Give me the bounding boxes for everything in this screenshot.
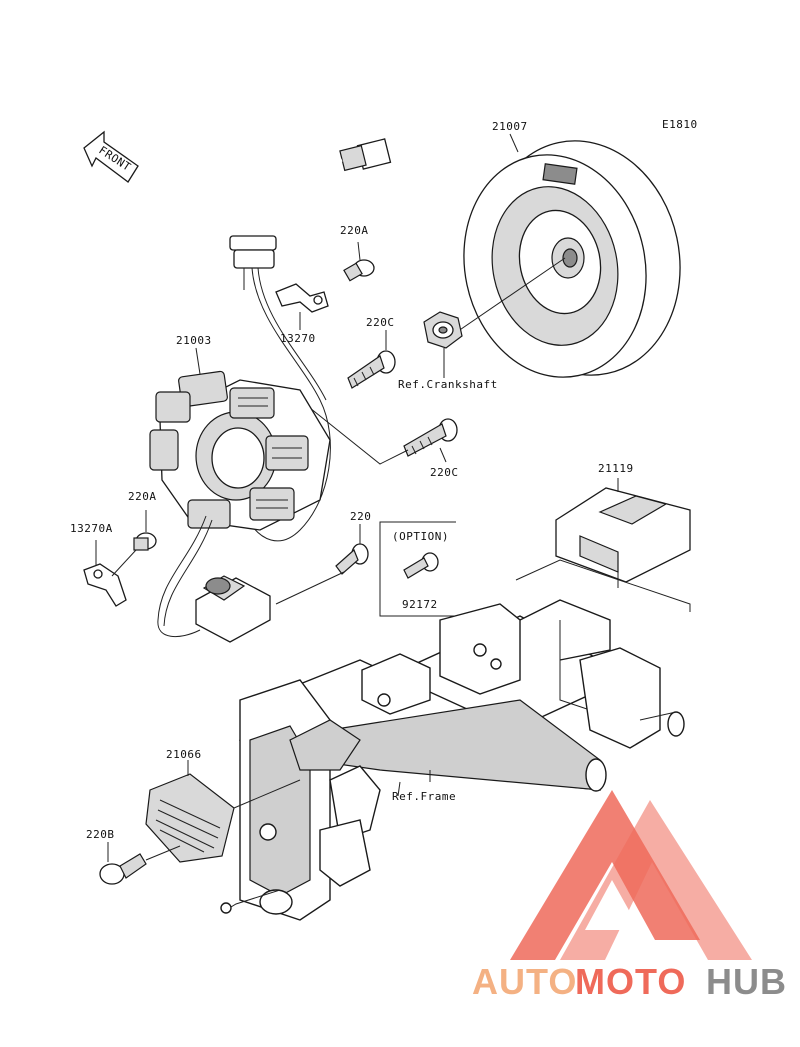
label-option: (OPTION) <box>392 530 449 543</box>
label-220C-bottom: 220C <box>430 466 459 479</box>
label-13270A: 13270A <box>70 522 113 535</box>
diagram-code: E1810 <box>662 118 698 131</box>
bolt-220B <box>99 853 147 885</box>
front-arrow-icon: FRONT <box>83 130 139 183</box>
watermark-hub: HUB <box>706 961 787 1002</box>
watermark-moto: MOTO <box>575 961 686 1002</box>
screw-92172 <box>403 552 439 579</box>
unit-21119 <box>555 487 691 588</box>
watermark-auto: AUTO <box>472 961 577 1002</box>
label-ref-crankshaft: Ref.Crankshaft <box>398 378 498 391</box>
watermark-text: AUTO MOTO HUB <box>472 961 787 1002</box>
label-21003: 21003 <box>176 334 212 347</box>
regulator-21066 <box>145 773 235 863</box>
label-21066: 21066 <box>166 748 202 761</box>
plate-13270A <box>83 563 127 607</box>
label-ref-frame: Ref.Frame <box>392 790 456 803</box>
label-220C-top: 220C <box>366 316 395 329</box>
label-220A-mid: 220A <box>128 490 157 503</box>
bolt-220C-lower <box>403 418 458 457</box>
pickup-coil <box>195 575 271 643</box>
label-92172: 92172 <box>402 598 438 611</box>
label-13270: 13270 <box>280 332 316 345</box>
bolt-220A-mid <box>133 532 157 551</box>
connector <box>339 138 392 172</box>
grommet <box>229 235 277 290</box>
bolt-220A-top <box>343 259 375 282</box>
watermark-logo-icon <box>510 790 752 960</box>
label-220: 220 <box>350 510 371 523</box>
clamp-13270 <box>275 283 329 313</box>
bolt-220 <box>335 543 369 575</box>
label-21007: 21007 <box>492 120 528 133</box>
label-21119: 21119 <box>598 462 634 475</box>
flywheel-nut <box>423 311 463 349</box>
rotor-21007 <box>447 140 681 378</box>
bolt-220C-upper <box>347 350 396 389</box>
label-220B: 220B <box>86 828 115 841</box>
stator-21003 <box>149 370 331 531</box>
label-220A-top: 220A <box>340 224 369 237</box>
frame <box>220 599 685 921</box>
